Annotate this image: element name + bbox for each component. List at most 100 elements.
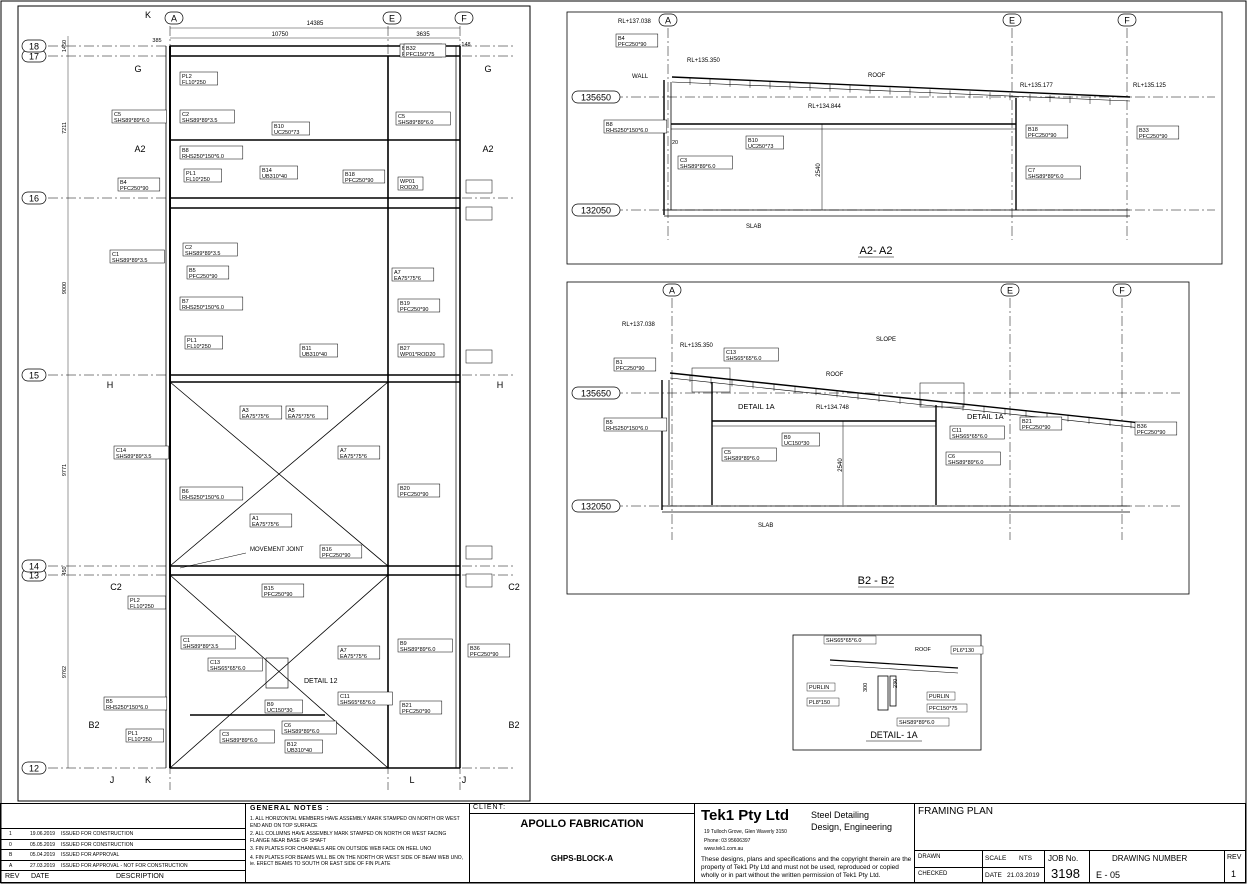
dim-overall: 14385 [307, 21, 324, 27]
grid-row-18: 18 [29, 42, 39, 52]
member-tag-box [342, 169, 386, 184]
section-b2-tag-box [781, 432, 820, 447]
rl-134748: RL+134.748 [816, 405, 850, 411]
member-tag-box [271, 121, 310, 136]
section-a2-tag-id: B10 [748, 138, 758, 144]
section-a2-tag-size: RHS250*150*6.0 [606, 128, 648, 134]
member-tag-id: C1 [112, 252, 119, 258]
member-tag-size: UB310*40 [287, 748, 312, 754]
company-tagline-2: Design, Engineering [811, 822, 893, 832]
grid-row-15-bubble [21, 368, 47, 382]
member-tag-size: PFC250*90 [189, 274, 217, 280]
section-mark: A2 [134, 144, 145, 154]
project-name: GHPS-BLOCK-A [550, 854, 614, 863]
member-tag-id: A5 [288, 408, 295, 414]
grid-col-E-bubble [1002, 13, 1022, 27]
section-a2-tag-id: B4 [618, 36, 625, 42]
section-b2-tag-id: B5 [606, 420, 613, 426]
member-tag-id: B11 [302, 346, 311, 352]
member-tag-id: PL1 [128, 731, 138, 737]
section-b2-tag-size: RHS250*150*6.0 [606, 426, 648, 432]
member-tag-size: EA75*75*6 [340, 654, 367, 660]
dim-1450: 1450 [62, 40, 68, 52]
member-tag-id: B7 [182, 299, 189, 305]
wall-label: WALL [632, 74, 649, 80]
grid-row-15: 15 [29, 371, 39, 381]
member-tag-box [207, 657, 263, 672]
grid-col-E-bubble [382, 11, 402, 25]
member-tag-box [285, 405, 329, 420]
section-b2-tag-id: B36 [1137, 424, 1147, 430]
grid-col-A: A [669, 286, 675, 296]
member-tag-size: SHS89*89*3.5 [182, 118, 217, 124]
revision-rev: B [9, 852, 13, 858]
detail-12-box [265, 657, 289, 689]
section-b2-title: B2 - B2 [858, 575, 895, 587]
member-tag-id: C13 [210, 660, 220, 666]
detail-1a-label: DETAIL 1A [738, 402, 775, 411]
member-tag-id: B14 [262, 168, 272, 174]
drawing-number-cell: DRAWING NUMBER E - 05 [1090, 851, 1225, 883]
job-number: 3198 [1051, 866, 1080, 881]
section-a2-tag-box [677, 155, 733, 170]
member-tag-size: RHS250*150*6.0 [182, 154, 224, 160]
brace-line [169, 574, 389, 769]
member-tag-box [397, 483, 441, 498]
scale-divider [983, 867, 1044, 868]
section-a2-tag-box [1025, 124, 1069, 139]
member-tag-size: SHS89*89*3.5 [185, 251, 220, 257]
detail-1a-frame [792, 634, 982, 751]
grid-row-14-bubble [21, 559, 47, 573]
revision-rev: 1 [9, 831, 12, 837]
revision-rev: A [9, 862, 13, 869]
member-tag-box [179, 296, 244, 311]
section-b2-tag-id: C13 [726, 350, 736, 356]
company-address: 19 Tulloch Grove, Glen Waverly 3150 [704, 829, 787, 835]
member-tag-id: B5 [189, 268, 196, 274]
member-tag-id: B15 [264, 586, 274, 592]
section-mark: A2 [482, 144, 493, 154]
revision-desc: ISSUED FOR CONSTRUCTION [61, 841, 134, 848]
section-a2-tag-id: C3 [680, 158, 687, 164]
section-b2-tag-size: SHS65*65*6.0 [952, 434, 987, 440]
member-tag-id: B20 [400, 486, 410, 492]
section-mark: G [484, 64, 491, 74]
detail-1a-label: DETAIL 1A [967, 412, 1004, 421]
level-132050: 132050 [581, 206, 611, 216]
member-tag-size: RHS250*150*6.0 [182, 495, 224, 501]
grid-col-E: E [389, 14, 395, 24]
member-tag-id: A7 [394, 270, 401, 276]
member-tag-id: B12 [287, 742, 297, 748]
drawn-divider [915, 867, 982, 868]
member-tag-box [337, 645, 381, 660]
member-tag-id: B18 [345, 172, 355, 178]
date-header: DATE [31, 873, 50, 880]
rl-134844: RL+134.844 [808, 104, 842, 110]
scale-date-cell: SCALE NTS DATE 21.03.2019 [983, 851, 1045, 883]
wp-tag-box [465, 573, 493, 588]
detail-tag-box [823, 635, 877, 645]
rl-137038: RL+137.038 [618, 19, 652, 25]
member-tag-size: PFC250*90 [322, 553, 350, 559]
section-mark: C2 [110, 582, 122, 592]
member-tag-box [179, 486, 244, 501]
member-tag-size: SHS89*89*3.5 [112, 258, 147, 264]
grid-col-E-bubble [1000, 283, 1020, 297]
member-tag-box [299, 343, 338, 358]
member-tag-size: PFC150*75 [406, 52, 434, 58]
member-tag-id: PL2 [182, 74, 192, 80]
section-a2-tag-id: C7 [1028, 168, 1035, 174]
column-section [877, 675, 889, 711]
general-notes-list: 1. ALL HORIZONTAL MEMBERS HAVE ASSEMBLY … [250, 816, 466, 870]
section-b2-tag-size: PFC250*90 [1022, 425, 1050, 431]
roof-line [669, 377, 1161, 431]
member-tag-size: SHS65*65*6.0 [340, 700, 375, 706]
member-tag-size: RHS250*150*6.0 [106, 705, 148, 711]
grid-col-A-bubble [164, 11, 184, 25]
grid-col-A-bubble [658, 13, 678, 27]
section-b2-tag-size: UC150*30 [784, 441, 809, 447]
section-b2-tag-box [721, 447, 777, 462]
